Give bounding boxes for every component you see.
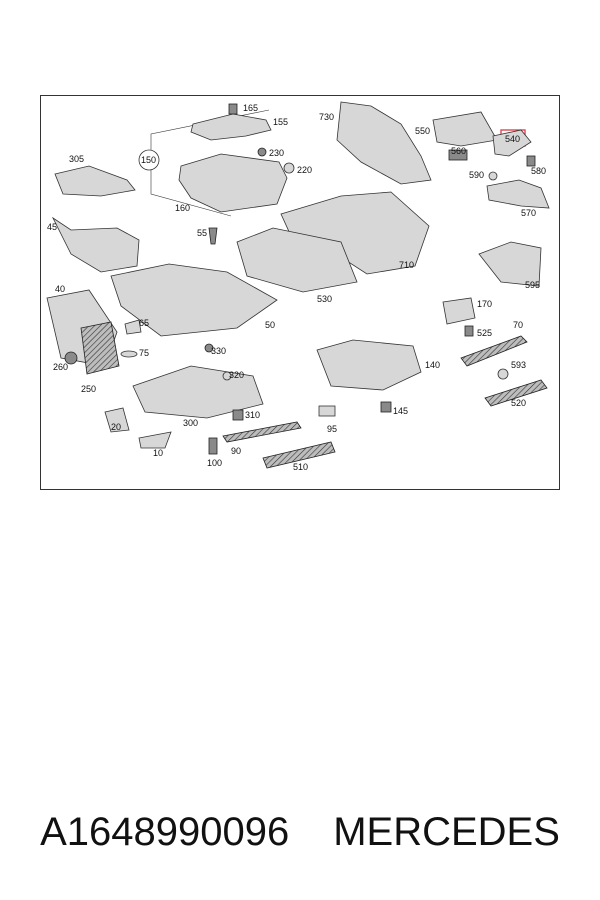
part-number: A1648990096 bbox=[40, 809, 290, 854]
part-label-330[interactable]: 330 bbox=[211, 346, 226, 356]
part-75-washer bbox=[120, 350, 138, 358]
part-label-40[interactable]: 40 bbox=[55, 284, 65, 294]
part-165-clip bbox=[228, 103, 238, 115]
part-label-530[interactable]: 530 bbox=[317, 294, 332, 304]
part-530-carpet bbox=[236, 227, 358, 293]
part-label-165[interactable]: 165 bbox=[243, 103, 258, 113]
part-label-310[interactable]: 310 bbox=[245, 410, 260, 420]
part-510-strip bbox=[262, 441, 336, 469]
part-label-100[interactable]: 100 bbox=[207, 458, 222, 468]
part-20-trim bbox=[104, 407, 130, 433]
part-90-strip bbox=[222, 421, 302, 443]
part-160-tray bbox=[178, 153, 288, 213]
part-label-170[interactable]: 170 bbox=[477, 299, 492, 309]
part-label-55[interactable]: 55 bbox=[197, 228, 207, 238]
part-label-710[interactable]: 710 bbox=[399, 260, 414, 270]
part-100-clip bbox=[208, 437, 218, 455]
part-260-plug bbox=[64, 351, 78, 365]
part-65-plug bbox=[124, 319, 142, 335]
part-label-140[interactable]: 140 bbox=[425, 360, 440, 370]
part-595-panel bbox=[478, 241, 542, 287]
part-label-90[interactable]: 90 bbox=[231, 446, 241, 456]
part-590-nut bbox=[488, 171, 498, 181]
part-label-520[interactable]: 520 bbox=[511, 398, 526, 408]
part-55-clip bbox=[208, 227, 218, 245]
caption: A1648990096 MERCEDES bbox=[0, 802, 600, 862]
part-45-panel bbox=[51, 216, 140, 273]
part-label-320[interactable]: 320 bbox=[229, 370, 244, 380]
part-570-bracket bbox=[486, 179, 550, 209]
parts-diagram: 165 155 730 550 540 305 150 230 220 560 580 590 160 5… bbox=[40, 95, 560, 490]
part-220-clip bbox=[283, 162, 295, 174]
part-95-block bbox=[318, 405, 336, 417]
part-label-305[interactable]: 305 bbox=[69, 154, 84, 164]
part-label-70[interactable]: 70 bbox=[513, 320, 523, 330]
part-label-250[interactable]: 250 bbox=[81, 384, 96, 394]
part-label-220[interactable]: 220 bbox=[297, 165, 312, 175]
part-label-595[interactable]: 595 bbox=[525, 280, 540, 290]
part-label-155[interactable]: 155 bbox=[273, 117, 288, 127]
part-250-mat bbox=[80, 321, 120, 375]
part-560-pad bbox=[448, 149, 468, 161]
part-label-593[interactable]: 593 bbox=[511, 360, 526, 370]
part-label-560[interactable]: 560 bbox=[451, 146, 466, 156]
part-140-tray bbox=[316, 339, 422, 391]
part-540-cover bbox=[492, 129, 532, 157]
part-155-shield bbox=[190, 113, 272, 141]
part-305-shield bbox=[54, 165, 136, 197]
part-145-clip bbox=[380, 401, 392, 413]
group-150-circle bbox=[138, 149, 160, 171]
part-525-clip bbox=[464, 325, 474, 337]
part-50-carpet bbox=[110, 263, 278, 337]
part-580-clip bbox=[526, 155, 536, 167]
part-label-50[interactable]: 50 bbox=[265, 320, 275, 330]
part-label-20[interactable]: 20 bbox=[111, 422, 121, 432]
part-730-liner bbox=[336, 101, 432, 185]
part-label-145[interactable]: 145 bbox=[393, 406, 408, 416]
part-label-75[interactable]: 75 bbox=[139, 348, 149, 358]
exploded-view-drawing: 165 155 730 550 540 305 150 230 220 560 580 590 160 5… bbox=[46, 101, 550, 472]
brand-name: MERCEDES bbox=[333, 809, 560, 854]
part-label-540[interactable]: 540 bbox=[505, 134, 520, 144]
part-label-10[interactable]: 10 bbox=[153, 448, 163, 458]
part-label-45[interactable]: 45 bbox=[47, 222, 57, 232]
part-label-150[interactable]: 150 bbox=[141, 155, 156, 165]
part-label-510[interactable]: 510 bbox=[293, 462, 308, 472]
part-520-sill bbox=[484, 379, 548, 407]
part-number-labels: 165 155 730 550 540 305 150 230 220 560 580 590 160 5… bbox=[47, 103, 546, 472]
part-label-260[interactable]: 260 bbox=[53, 362, 68, 372]
part-320-clip bbox=[222, 371, 232, 381]
part-170-pad bbox=[442, 297, 476, 325]
part-593-screw bbox=[497, 368, 509, 380]
part-label-95[interactable]: 95 bbox=[327, 424, 337, 434]
part-label-570[interactable]: 570 bbox=[521, 208, 536, 218]
part-10-trim bbox=[138, 431, 172, 449]
part-310-clip bbox=[232, 409, 244, 421]
part-label-730[interactable]: 730 bbox=[319, 112, 334, 122]
part-label-230[interactable]: 230 bbox=[269, 148, 284, 158]
part-label-65[interactable]: 65 bbox=[139, 318, 149, 328]
part-300-floor bbox=[132, 365, 264, 419]
part-label-300[interactable]: 300 bbox=[183, 418, 198, 428]
part-label-160[interactable]: 160 bbox=[175, 203, 190, 213]
part-230-screw bbox=[257, 147, 267, 157]
part-550-panel bbox=[432, 111, 498, 147]
part-label-590[interactable]: 590 bbox=[469, 170, 484, 180]
part-70-sill bbox=[460, 335, 528, 367]
part-label-580[interactable]: 580 bbox=[531, 166, 546, 176]
part-330-screw bbox=[204, 343, 214, 353]
part-label-525[interactable]: 525 bbox=[477, 328, 492, 338]
part-label-550[interactable]: 550 bbox=[415, 126, 430, 136]
